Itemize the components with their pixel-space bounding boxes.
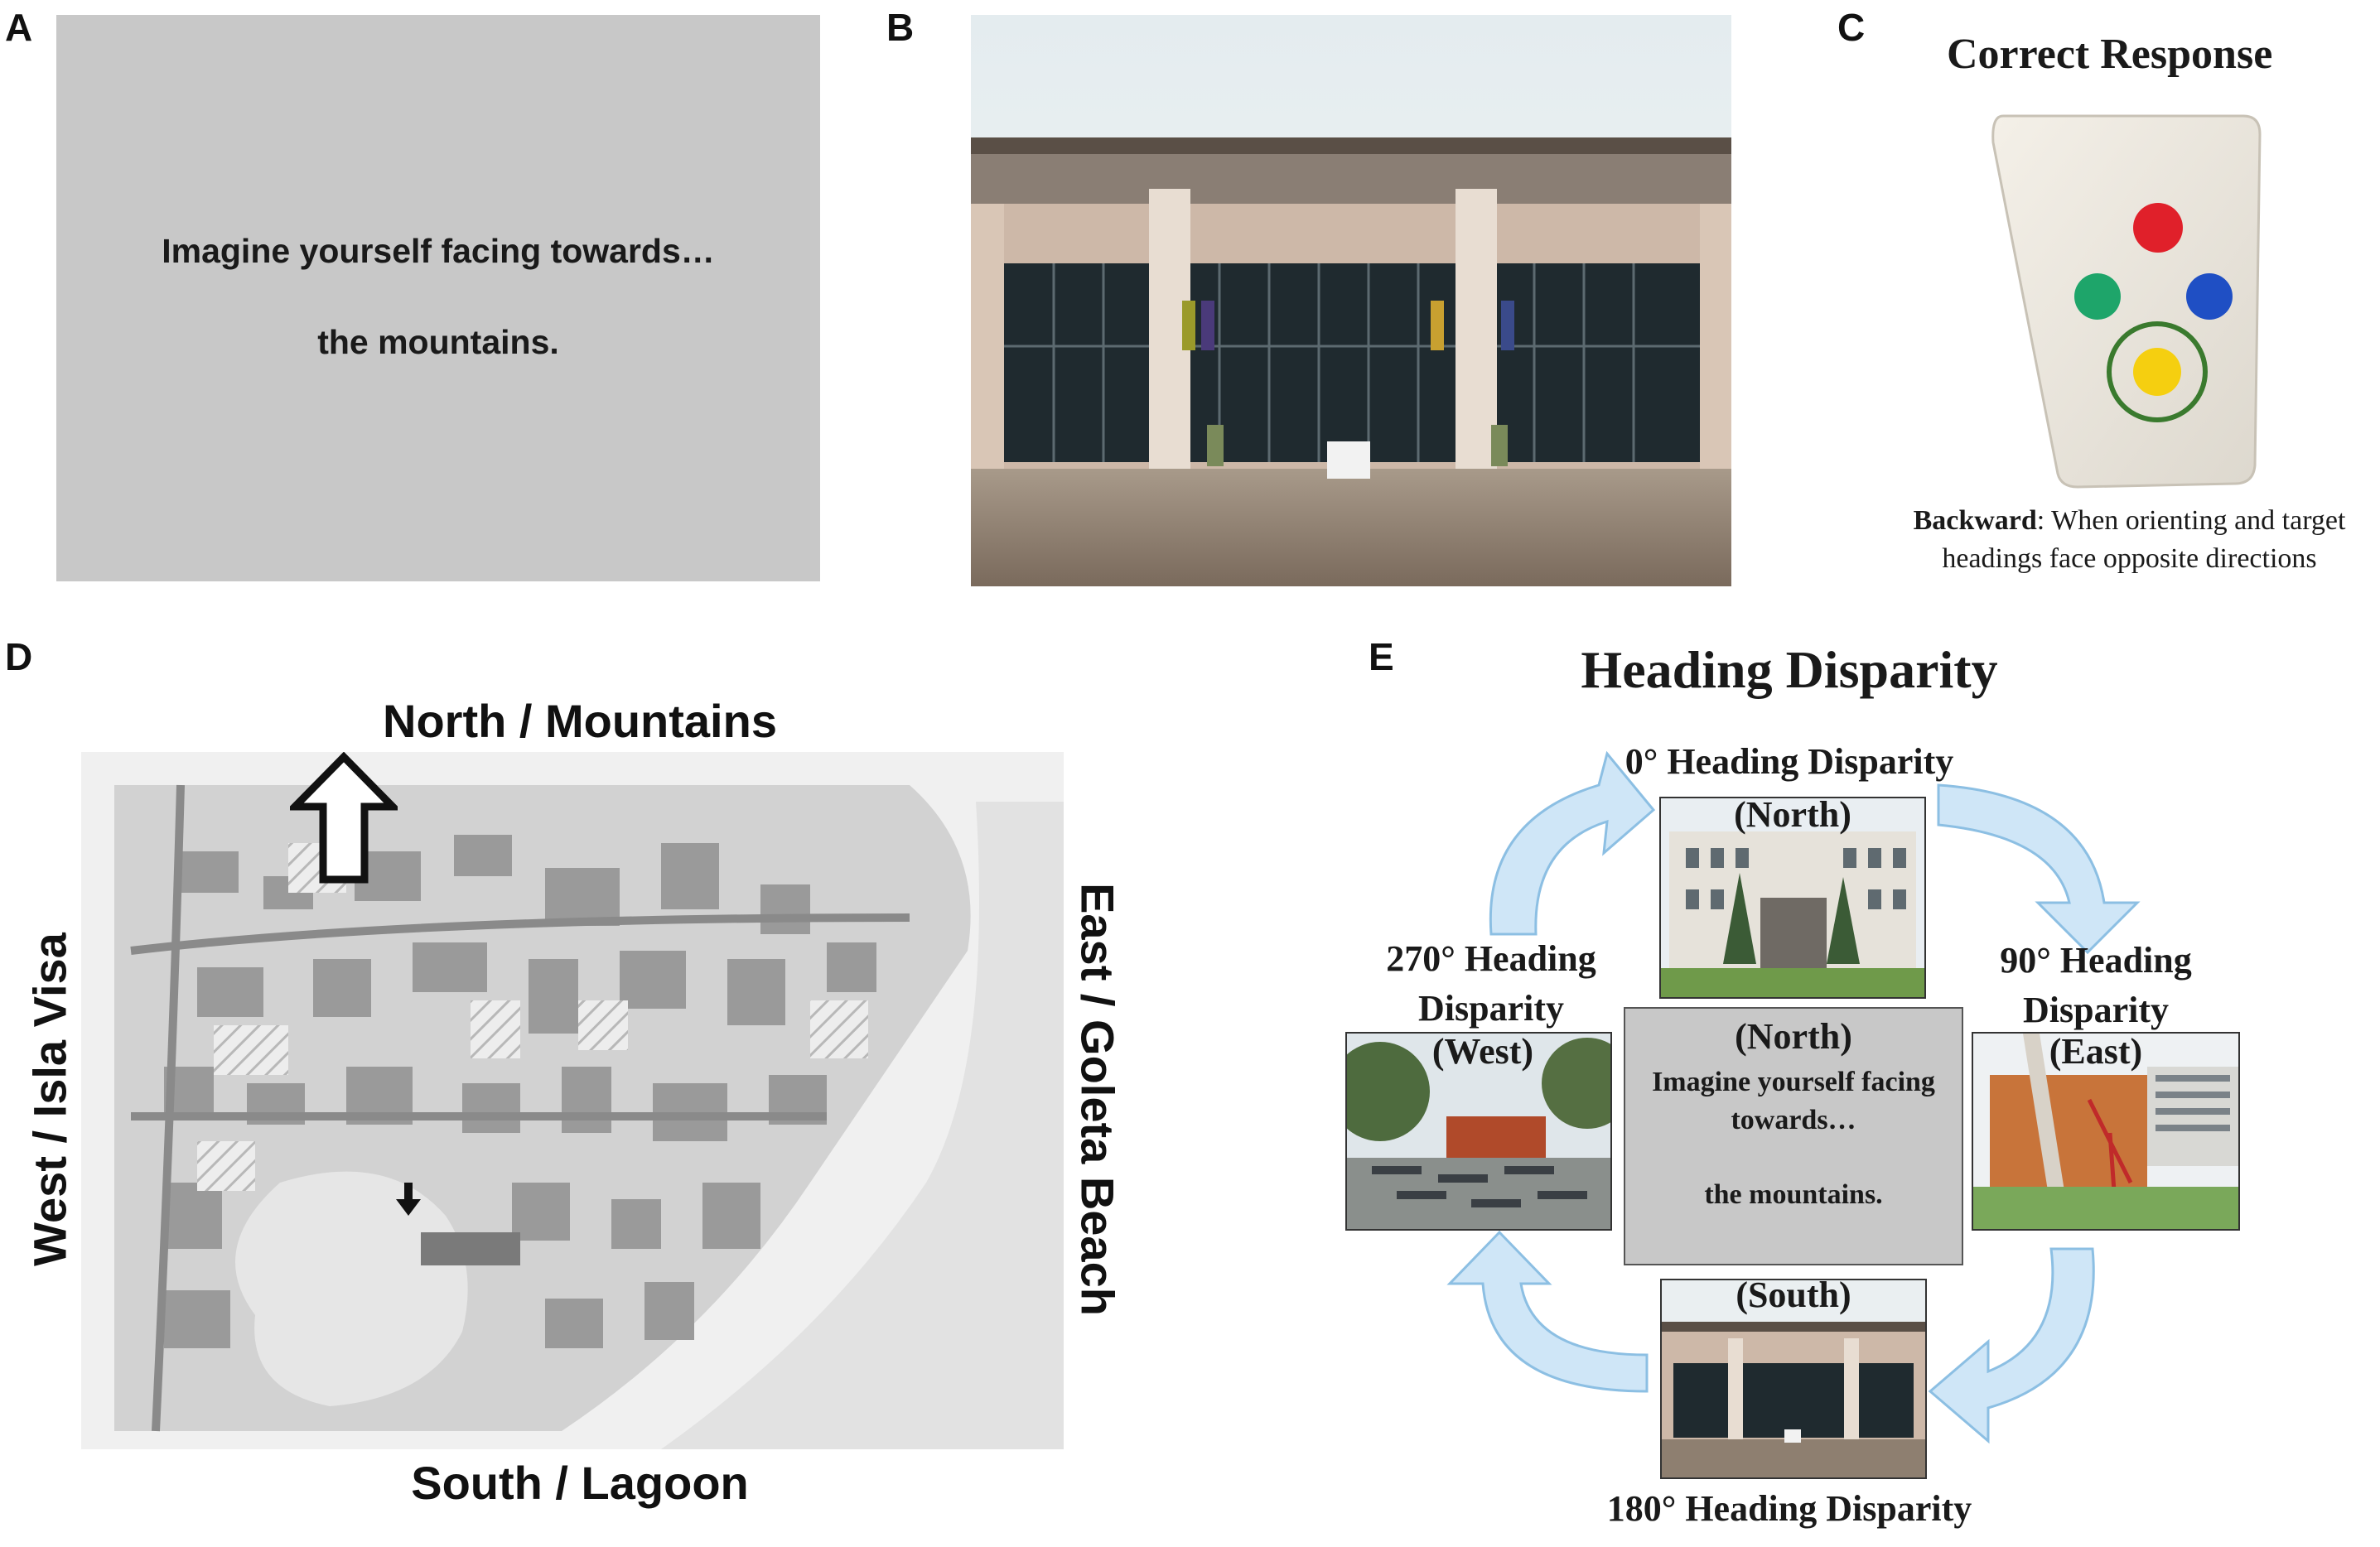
west-plaza-photo [1345,1032,1612,1231]
left-disparity-label-2: Disparity [1418,988,1564,1029]
bottom-disparity-label: 180° Heading Disparity [1606,1488,1972,1529]
south-direction-label: (South) [1736,1275,1851,1315]
building-photo-south [971,15,1731,586]
left-disparity-label-1: 270° Heading [1386,938,1596,979]
east-building-photo [1972,1032,2240,1231]
right-disparity-label-2: Disparity [2023,990,2169,1030]
instruction-slide: Imagine yourself facing towards… the mou… [56,15,820,581]
panel-label-d: D [5,635,33,678]
panel-label-c: C [1837,6,1866,49]
map-label-west: West / Isla Visa [23,933,76,1266]
center-instruction-slide: (North) Imagine yourself facing towards…… [1624,1007,1963,1265]
map-label-north: North / Mountains [383,695,777,747]
right-disparity-label-1: 90° Heading [2000,940,2192,981]
center-line-2: towards… [1731,1105,1856,1135]
instruction-line-1: Imagine yourself facing towards… [162,232,715,270]
center-line-3: the mountains. [1704,1179,1883,1210]
south-building-photo [1660,1279,1927,1479]
map-label-south: South / Lagoon [411,1457,749,1509]
instruction-line-2: the mountains. [317,323,559,361]
west-direction-label: (West) [1431,1031,1534,1072]
map-label-east: East / Goleta Beach [1071,883,1124,1316]
backward-caption-text: : When orienting and target [2036,505,2346,536]
center-direction-label: (North) [1735,1016,1852,1057]
backward-caption-line-2: headings face opposite directions [1942,543,2317,574]
cycle-arrows [1446,750,2141,1444]
top-disparity-label: 0° Heading Disparity [1624,741,1954,782]
east-direction-label: (East) [2049,1031,2143,1072]
panel-label-a: A [5,6,33,49]
backward-caption-term: Backward [1913,505,2037,536]
response-button-box [1987,109,2265,492]
correct-response-title: Correct Response [1947,31,2273,78]
campus-map [81,752,1064,1449]
heading-disparity-title: Heading Disparity [1581,640,1998,699]
backward-caption-line-1: Backward: When orienting and target [1879,505,2380,537]
north-building-photo [1659,797,1926,999]
panel-label-e: E [1369,635,1394,678]
north-direction-label: (North) [1734,794,1851,835]
panel-label-b: B [886,6,915,49]
north-arrow-icon [290,752,398,884]
center-line-1: Imagine yourself facing [1652,1067,1935,1097]
